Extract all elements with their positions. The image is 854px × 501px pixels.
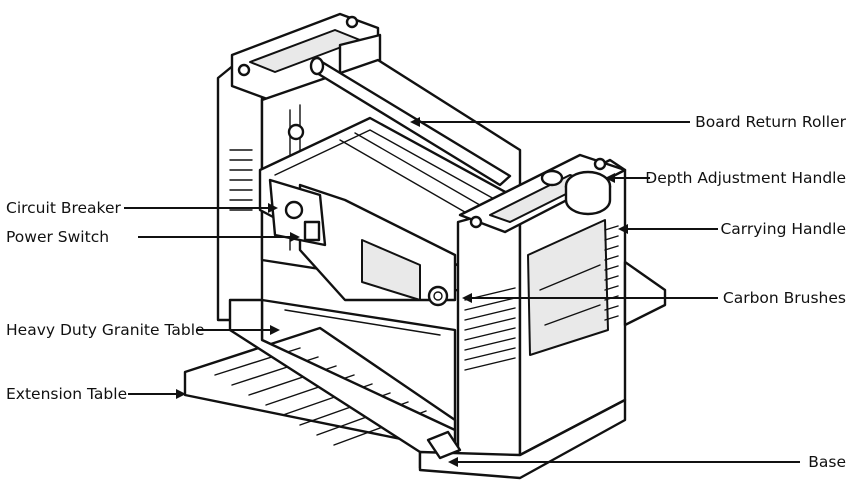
circuit-breaker-button: [284, 200, 304, 220]
carbon-brush-cap: [427, 285, 449, 307]
label-depth-adjustment-handle: Depth Adjustment Handle: [645, 169, 846, 187]
label-heavy-duty-granite-table: Heavy Duty Granite Table: [6, 321, 205, 339]
carrying-handle-part: [527, 219, 609, 356]
motor-window: [361, 239, 421, 301]
label-carbon-brushes: Carbon Brushes: [723, 289, 846, 307]
label-circuit-breaker: Circuit Breaker: [6, 199, 121, 217]
label-power-switch: Power Switch: [6, 228, 109, 246]
label-carrying-handle: Carrying Handle: [720, 220, 846, 238]
base-foot: [426, 430, 462, 460]
labels: Board Return Roller Depth Adjustment Han…: [6, 113, 847, 471]
label-board-return-roller: Board Return Roller: [695, 113, 847, 131]
front-right-column: [456, 203, 522, 472]
power-switch-toggle: [303, 220, 321, 242]
label-base: Base: [808, 453, 846, 471]
planer-illustration: [183, 12, 667, 480]
label-extension-table: Extension Table: [6, 385, 127, 403]
right-extension-table: [623, 260, 667, 327]
leader-lines: [124, 117, 800, 467]
